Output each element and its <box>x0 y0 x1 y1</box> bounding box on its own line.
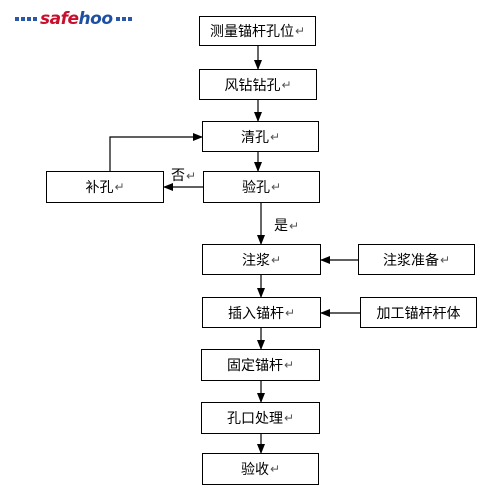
paragraph-mark-icon: ↵ <box>114 180 125 194</box>
logo-dots-right <box>115 17 132 21</box>
node-measure-label: 测量锚杆孔位 <box>209 24 294 40</box>
node-measure: 测量锚杆孔位↵ <box>199 16 316 46</box>
node-mouth: 孔口处理↵ <box>201 402 320 434</box>
paragraph-mark-icon: ↵ <box>269 462 281 476</box>
paragraph-mark-icon: ↵ <box>270 180 282 194</box>
paragraph-mark-icon: ↵ <box>270 252 282 267</box>
node-mouth-label: 孔口处理 <box>226 411 283 427</box>
node-fabricate: 加工锚杆杆体 <box>360 297 477 328</box>
arrow-refill-to-clean <box>109 133 203 171</box>
paragraph-mark-icon: ↵ <box>186 169 197 183</box>
node-insert-label: 插入锚杆 <box>227 305 284 322</box>
node-fabricate-label: 加工锚杆杆体 <box>376 305 461 322</box>
node-grout-label: 注浆 <box>241 252 270 269</box>
label-no-text: 否 <box>171 168 185 184</box>
node-accept: 验收↵ <box>202 453 319 485</box>
node-inspect-label: 验孔 <box>241 180 270 196</box>
logo-text-hoo: hoo <box>78 9 113 29</box>
node-drill-label: 风钻钻孔 <box>224 77 281 94</box>
node-fix: 固定锚杆↵ <box>201 349 320 381</box>
node-clean-label: 清孔 <box>240 129 269 146</box>
label-yes-text: 是 <box>274 218 288 234</box>
logo-text-safe: safe <box>40 9 79 29</box>
node-fix-label: 固定锚杆 <box>226 358 283 374</box>
node-drill: 风钻钻孔↵ <box>199 69 317 100</box>
label-yes: 是↵ <box>274 215 299 235</box>
node-grout: 注浆↵ <box>202 244 321 275</box>
node-grout-prep: 注浆准备↵ <box>358 244 475 275</box>
paragraph-mark-icon: ↵ <box>294 24 306 38</box>
node-clean: 清孔↵ <box>202 121 319 152</box>
node-refill-label: 补孔 <box>85 180 114 196</box>
paragraph-mark-icon: ↵ <box>289 219 300 233</box>
node-grout-prep-label: 注浆准备 <box>382 252 439 269</box>
node-refill: 补孔↵ <box>46 171 164 203</box>
label-no: 否↵ <box>171 165 196 185</box>
paragraph-mark-icon: ↵ <box>281 77 292 92</box>
paragraph-mark-icon: ↵ <box>284 305 296 320</box>
paragraph-mark-icon: ↵ <box>283 358 295 372</box>
logo-dots-left <box>15 17 37 21</box>
node-accept-label: 验收 <box>240 462 269 478</box>
node-insert: 插入锚杆↵ <box>202 297 321 328</box>
paragraph-mark-icon: ↵ <box>283 411 295 425</box>
paragraph-mark-icon: ↵ <box>269 129 281 144</box>
paragraph-mark-icon: ↵ <box>439 252 451 267</box>
node-inspect: 验孔↵ <box>203 171 320 203</box>
